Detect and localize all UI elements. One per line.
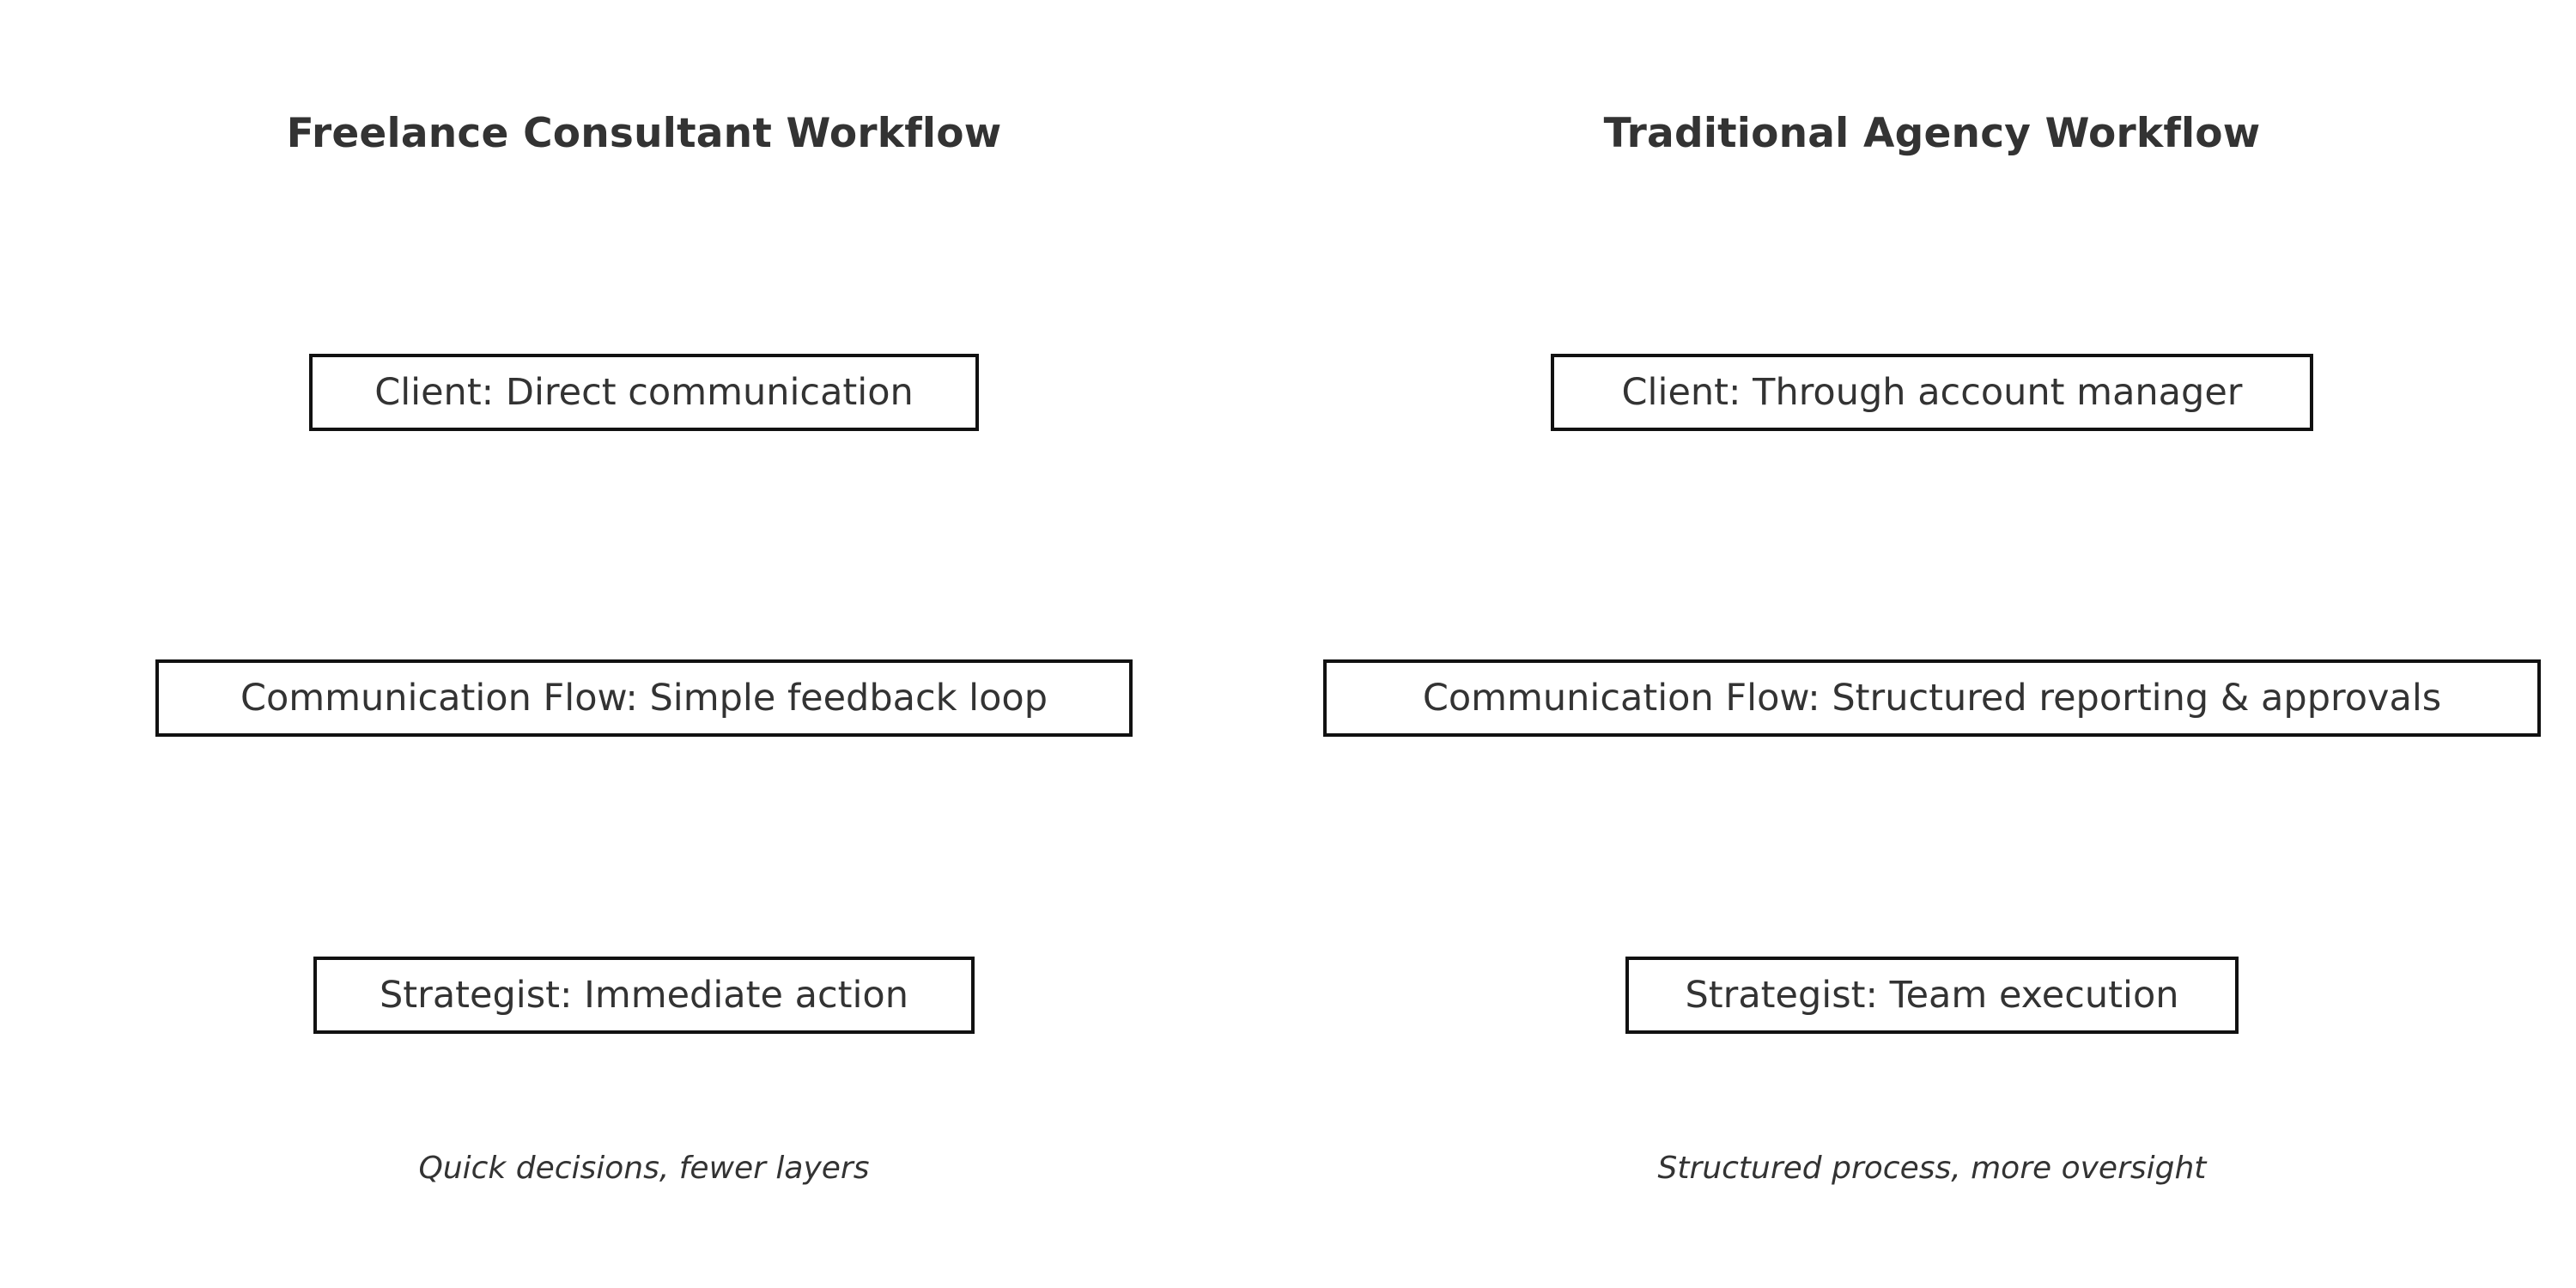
column-caption-agency: Structured process, more oversight (1657, 1151, 2207, 1186)
workflow-column-agency: Traditional Agency Workflow Client: Thro… (1288, 0, 2576, 1288)
node-freelance-communication: Communication Flow: Simple feedback loop (155, 659, 1133, 737)
node-freelance-strategist: Strategist: Immediate action (313, 957, 975, 1034)
node-label: Strategist: Immediate action (379, 973, 908, 1017)
node-agency-client: Client: Through account manager (1551, 354, 2313, 431)
node-agency-strategist: Strategist: Team execution (1625, 957, 2239, 1034)
node-agency-communication: Communication Flow: Structured reporting… (1323, 659, 2541, 737)
column-title-freelance: Freelance Consultant Workflow (286, 110, 1002, 157)
column-title-agency: Traditional Agency Workflow (1603, 110, 2261, 157)
column-caption-freelance: Quick decisions, fewer layers (418, 1151, 870, 1186)
node-label: Communication Flow: Structured reporting… (1422, 676, 2442, 720)
node-label: Communication Flow: Simple feedback loop (240, 676, 1048, 720)
node-label: Client: Direct communication (374, 370, 914, 414)
node-label: Client: Through account manager (1621, 370, 2243, 414)
node-label: Strategist: Team execution (1685, 973, 2179, 1017)
workflow-column-freelance: Freelance Consultant Workflow Client: Di… (155, 110, 1133, 1186)
node-freelance-client: Client: Direct communication (309, 354, 979, 431)
